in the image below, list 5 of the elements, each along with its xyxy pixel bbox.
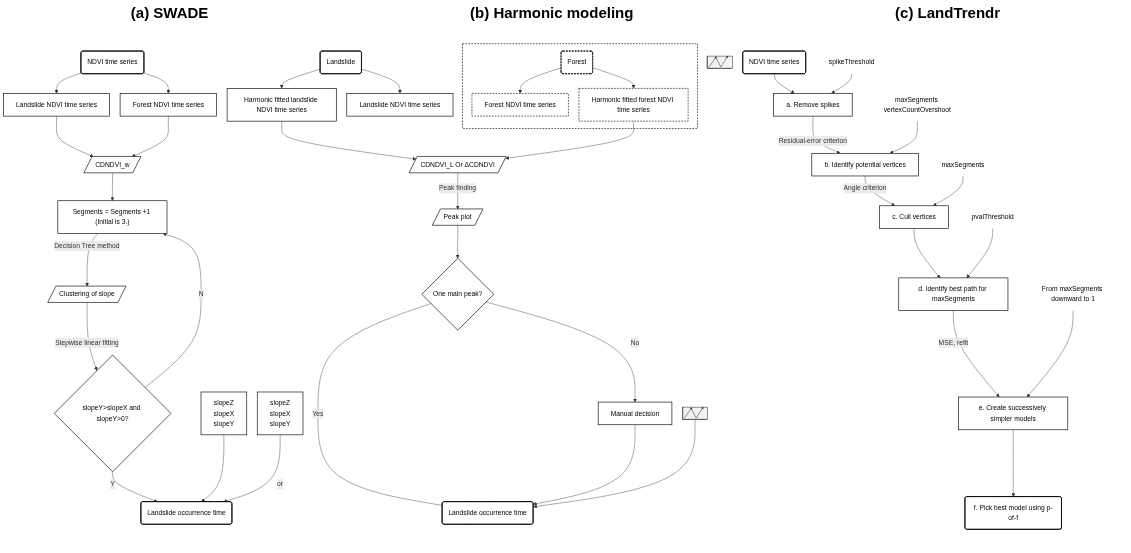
panel-title: (a) SWADE (130, 3, 209, 21)
panel-title: (c) LandTrendr (895, 3, 1001, 21)
cluster (462, 43, 698, 129)
connector (317, 303, 443, 506)
panel-title: (b) Harmonic modeling (470, 3, 634, 21)
